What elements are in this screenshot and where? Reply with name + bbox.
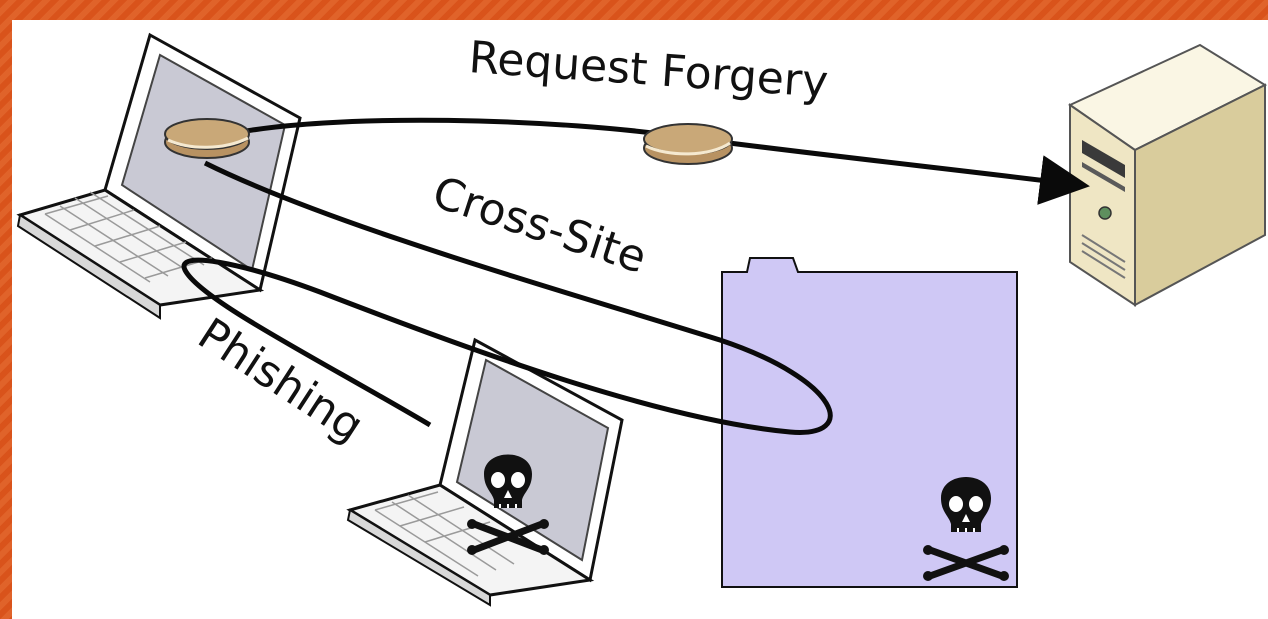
label-phishing: Phishing bbox=[189, 308, 372, 452]
label-cross-site: Cross-Site bbox=[427, 167, 653, 284]
label-request-forgery: Request Forgery bbox=[467, 32, 830, 108]
malicious-document-icon bbox=[722, 258, 1017, 587]
server-icon bbox=[1070, 45, 1265, 305]
cookie-icon bbox=[165, 119, 249, 158]
victim-laptop-icon bbox=[18, 35, 300, 318]
cookie-in-transit-icon bbox=[644, 124, 732, 164]
